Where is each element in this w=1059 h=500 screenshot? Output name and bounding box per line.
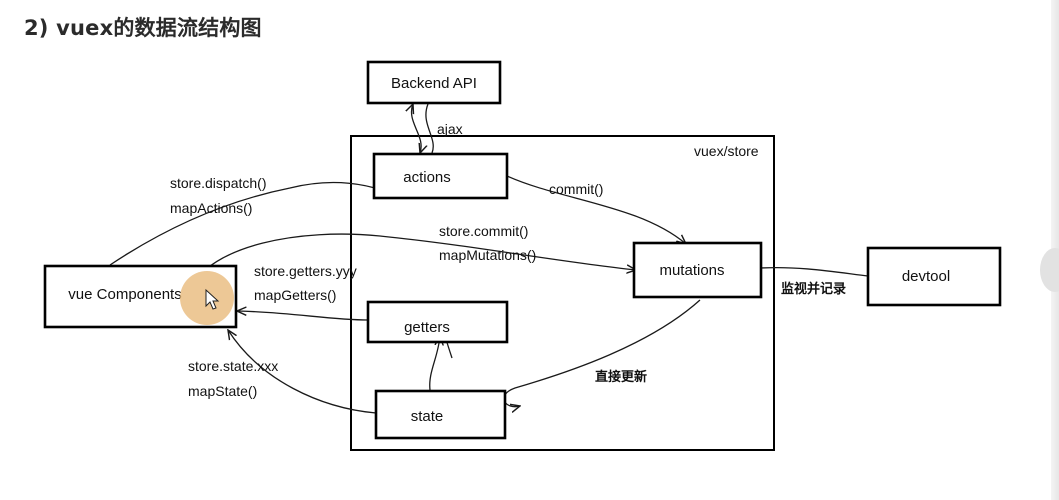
svg-text:Backend API: Backend API (391, 75, 477, 92)
edge-label-commit: commit() (549, 181, 603, 197)
node-devtool: devtool (866, 246, 1002, 307)
edge-mutations-state (503, 299, 701, 407)
page-title: 2) vuex的数据流结构图 (24, 16, 262, 40)
node-mutations: mutations (632, 241, 763, 299)
edge-label-map-state: mapState() (188, 383, 257, 399)
node-getters: getters (366, 300, 509, 344)
edge-getters-components (237, 311, 369, 321)
side-handle[interactable] (1040, 248, 1059, 292)
edge-label-dispatch: store.dispatch() (170, 175, 266, 191)
edge-label-ajax: ajax (437, 121, 463, 137)
svg-text:vue Components: vue Components (68, 286, 181, 303)
svg-text:state: state (411, 408, 444, 425)
edge-state-components (228, 330, 377, 414)
edge-components-mutations (189, 233, 636, 291)
edge-label-map-actions: mapActions() (170, 200, 252, 216)
edge-label-direct-update: 直接更新 (595, 369, 647, 385)
edge-label-map-getters: mapGetters() (254, 287, 336, 303)
vuex-store-label: vuex/store (694, 143, 759, 159)
mouse-cursor-icon (180, 271, 234, 325)
edge-actions-mutations (506, 175, 686, 244)
node-state: state (374, 389, 507, 440)
edge-label-map-mutations: mapMutations() (439, 247, 536, 263)
edge-state-getters (429, 336, 440, 391)
svg-text:devtool: devtool (902, 268, 950, 285)
node-actions: actions (372, 152, 509, 200)
edge-components-actions (109, 181, 400, 266)
edge-label-monitor-record: 监视并记录 (781, 281, 846, 297)
edge-label-store-state: store.state.xxx (188, 358, 278, 374)
vuex-store-frame (350, 135, 775, 451)
edge-backend-actions (411, 104, 434, 153)
edge-mutations-devtool (760, 266, 869, 277)
node-backend-api: Backend API (366, 60, 502, 105)
svg-text:actions: actions (403, 169, 451, 186)
edge-label-store-commit: store.commit() (439, 223, 528, 239)
svg-text:mutations: mutations (659, 262, 724, 279)
edge-label-store-getters: store.getters.yyy (254, 263, 357, 279)
svg-text:getters: getters (404, 319, 450, 336)
